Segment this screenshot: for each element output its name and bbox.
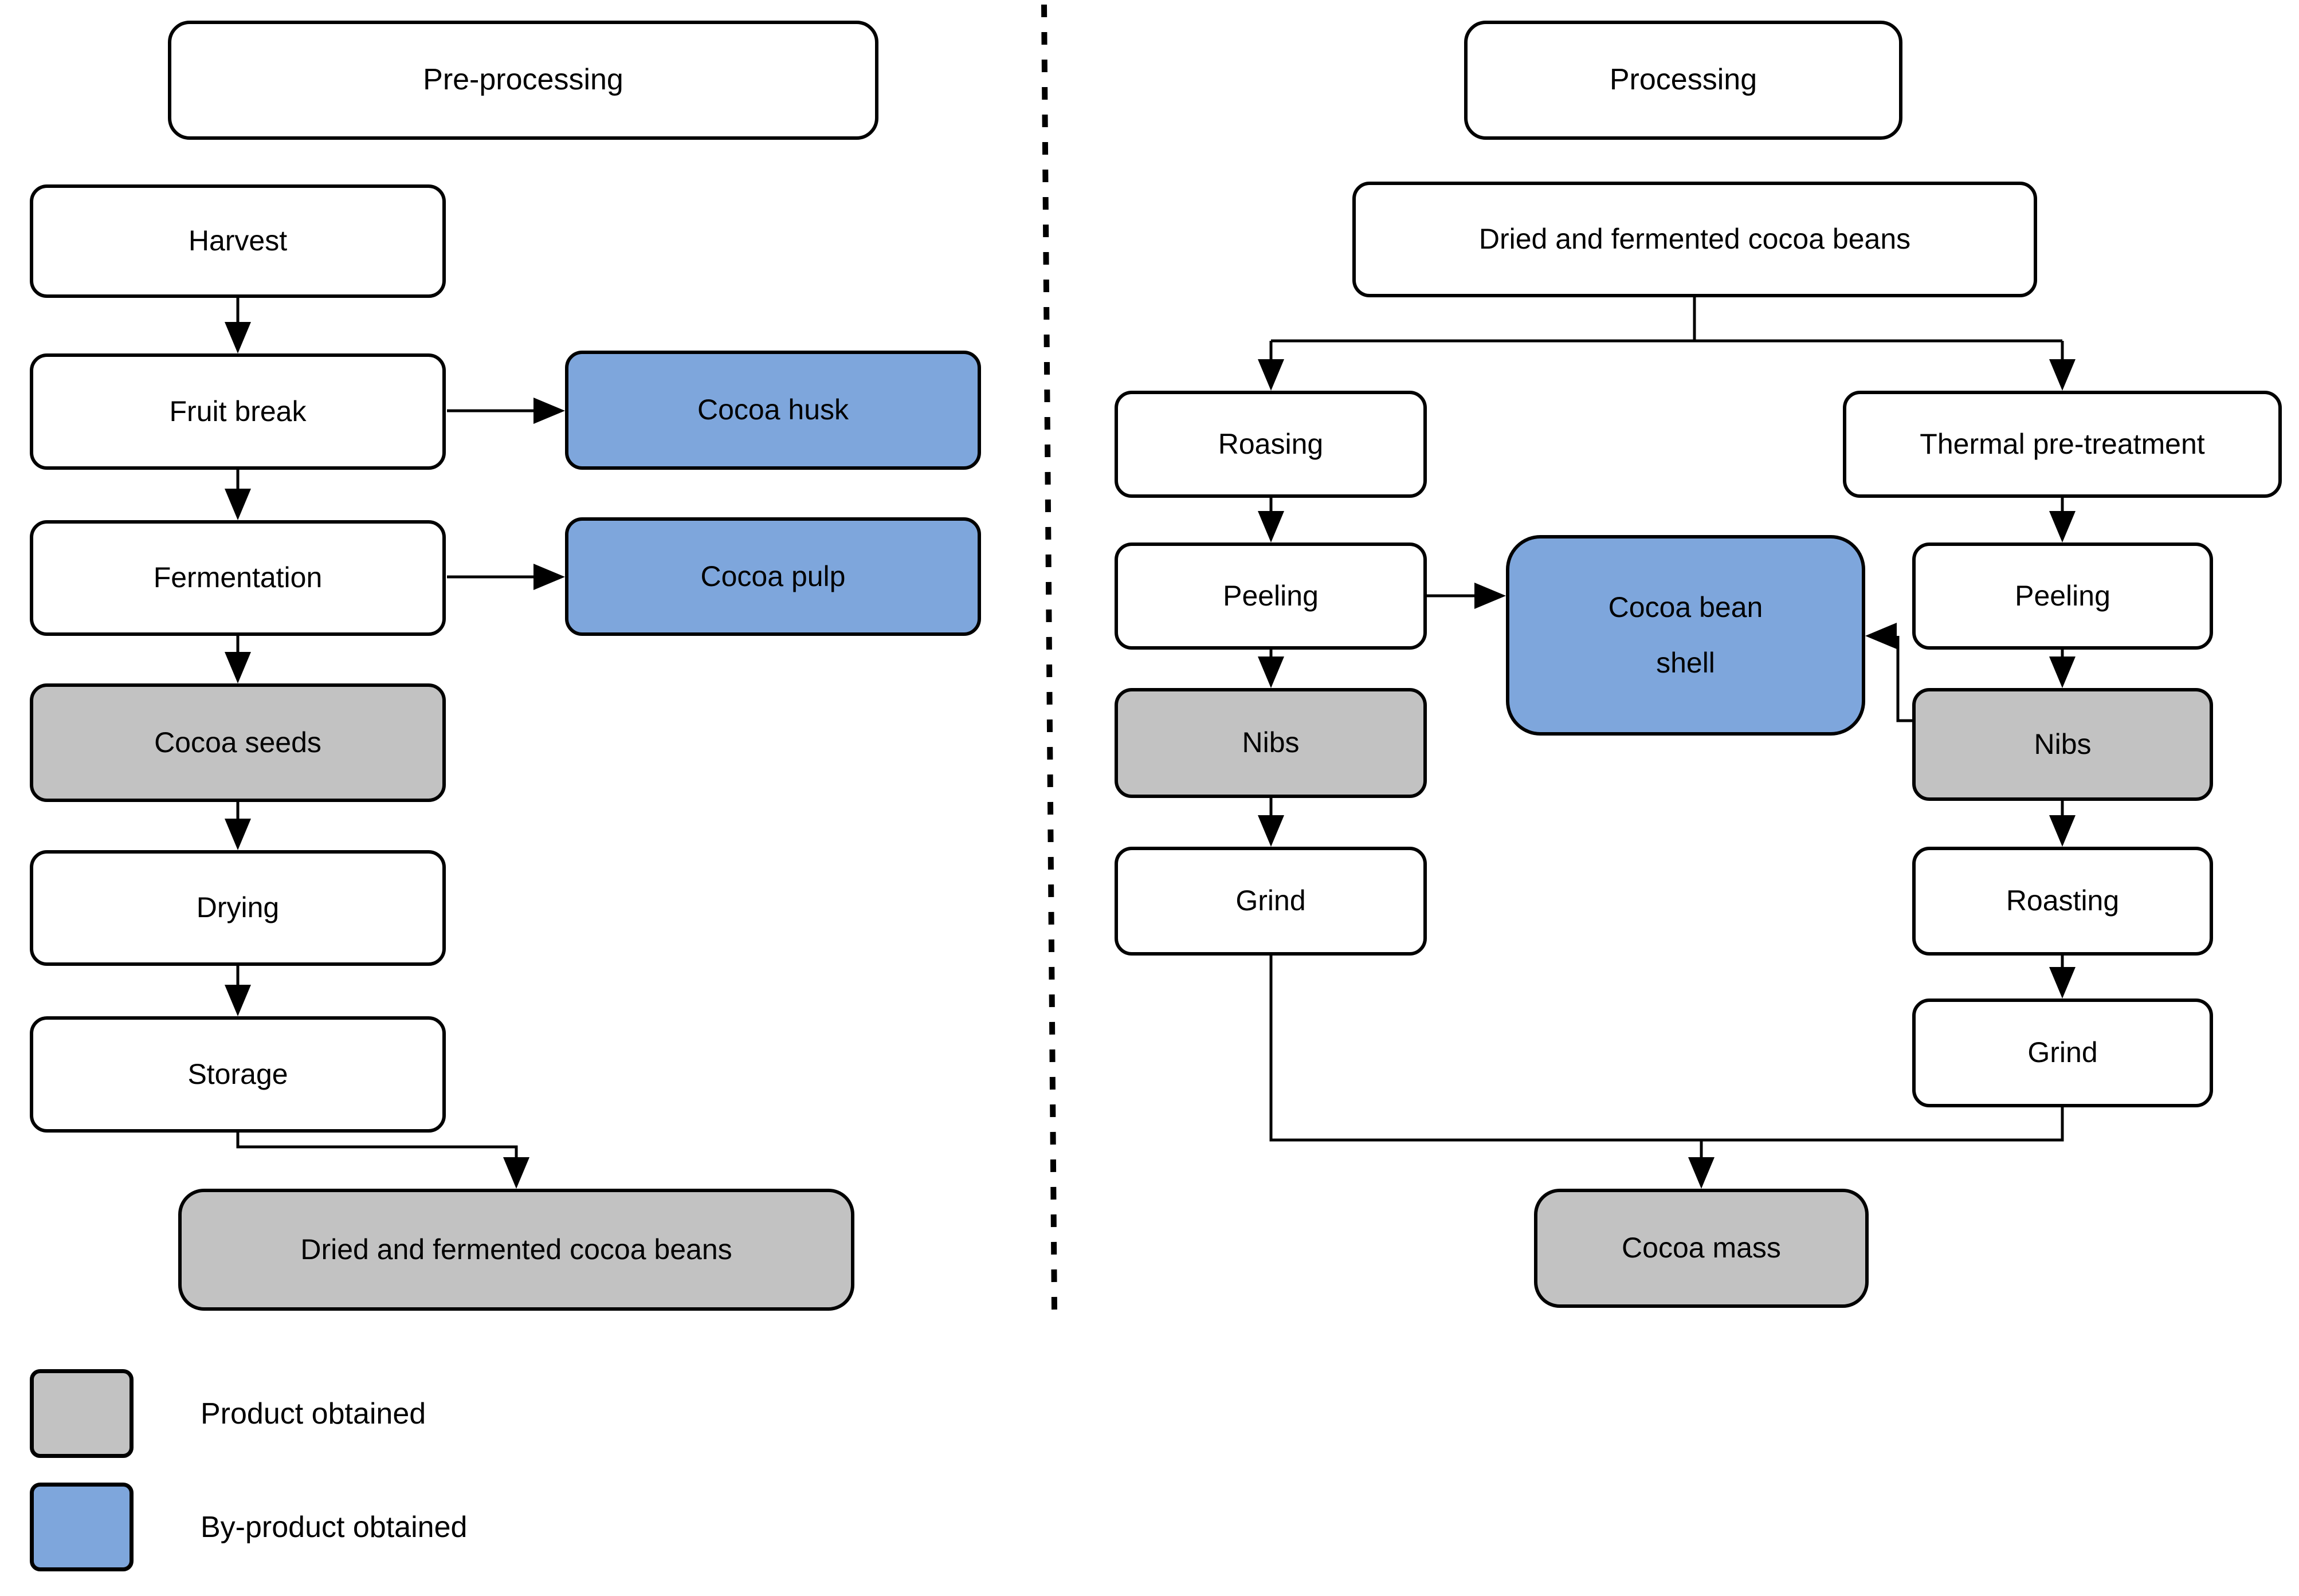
node-roasting-right: Roasting [1912, 847, 2213, 956]
arrow-thermal-to-peeling [2049, 498, 2076, 543]
node-dried-fermented-beans-left: Dried and fermented cocoa beans [178, 1189, 854, 1311]
node-peeling-left: Peeling [1115, 543, 1427, 650]
node-nibs-left: Nibs [1115, 688, 1427, 798]
legend-label-byproduct: By-product obtained [201, 1510, 468, 1544]
arrow-nibs-to-roasting-right [2049, 801, 2076, 847]
node-dried-fermented-beans-right: Dried and fermented cocoa beans [1352, 182, 2037, 297]
arrow-peeling-to-shell [1427, 583, 1506, 609]
legend-swatch-byproduct [30, 1483, 134, 1571]
arrow-nibs-to-shell [1865, 623, 1912, 722]
node-grind-right: Grind [1912, 999, 2213, 1107]
arrow-grinds-to-cocoa-mass [1269, 956, 2064, 1189]
arrow-roasing-to-peeling [1258, 498, 1284, 543]
node-thermal-pre-treatment: Thermal pre-treatment [1843, 391, 2282, 498]
arrow-fruit-break-to-cocoa-husk [447, 398, 565, 424]
cocoa-bean-shell-line1: Cocoa bean [1608, 591, 1763, 623]
node-cocoa-mass: Cocoa mass [1534, 1189, 1869, 1308]
arrow-harvest-to-fruit-break [225, 298, 251, 353]
arrow-fermentation-to-cocoa-pulp [447, 564, 565, 590]
node-drying: Drying [30, 850, 446, 966]
arrow-storage-to-dried-beans [236, 1133, 529, 1189]
node-fermentation: Fermentation [30, 520, 446, 636]
node-peeling-right: Peeling [1912, 543, 2213, 650]
node-grind-left: Grind [1115, 847, 1427, 956]
arrow-drying-to-storage [225, 966, 251, 1016]
arrow-roasting-to-grind-right [2049, 956, 2076, 999]
arrow-nibs-to-grind-left [1258, 798, 1284, 847]
section-divider-dashed-line [1041, 4, 1057, 1311]
node-fruit-break: Fruit break [30, 353, 446, 470]
section-title-pre-processing: Pre-processing [168, 21, 878, 140]
node-nibs-right: Nibs [1912, 688, 2213, 801]
arrow-peeling-to-nibs-right [2049, 650, 2076, 688]
arrow-dried-beans-split [1258, 297, 2076, 391]
arrow-fermentation-to-cocoa-seeds [225, 636, 251, 683]
arrow-fruit-break-to-fermentation [225, 470, 251, 520]
legend-swatch-product [30, 1369, 134, 1458]
legend-label-product: Product obtained [201, 1397, 426, 1430]
node-cocoa-pulp: Cocoa pulp [565, 517, 981, 636]
cocoa-bean-shell-line2: shell [1656, 647, 1715, 679]
node-roasing: Roasing [1115, 391, 1427, 498]
section-title-processing: Processing [1464, 21, 1902, 140]
node-storage: Storage [30, 1016, 446, 1133]
arrow-cocoa-seeds-to-drying [225, 802, 251, 850]
node-cocoa-bean-shell: Cocoa bean shell [1506, 535, 1865, 736]
node-harvest: Harvest [30, 184, 446, 298]
node-cocoa-seeds: Cocoa seeds [30, 683, 446, 802]
node-cocoa-husk: Cocoa husk [565, 351, 981, 470]
arrow-peeling-to-nibs-left [1258, 650, 1284, 688]
